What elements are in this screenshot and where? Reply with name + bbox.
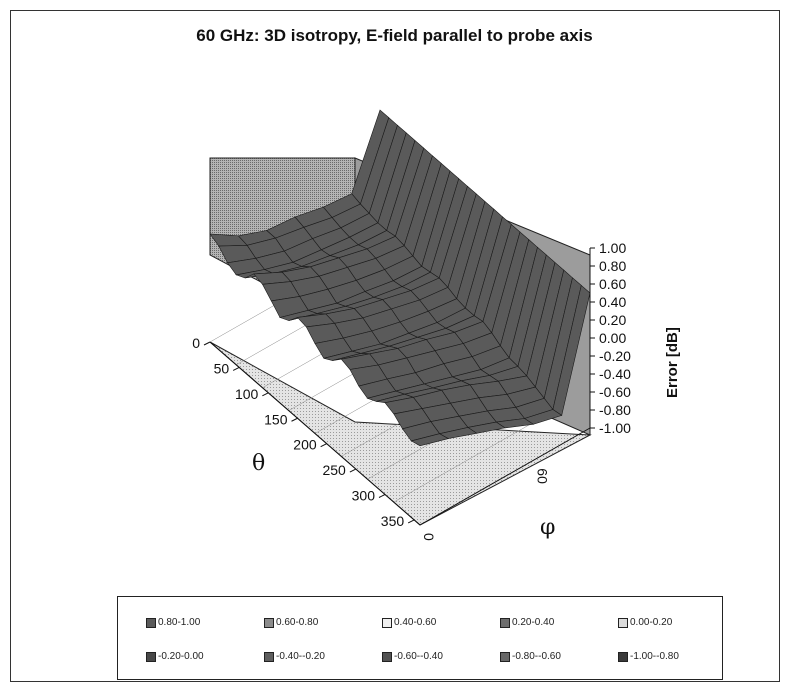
legend-item: 0.20-0.40 bbox=[500, 617, 554, 628]
legend-item: 0.60-0.80 bbox=[264, 617, 318, 628]
z-tick-label: -1.00 bbox=[599, 420, 631, 436]
phi-tick-label: 60 bbox=[534, 468, 550, 484]
phi-axis-line bbox=[419, 427, 591, 526]
legend-label: -0.40--0.20 bbox=[276, 651, 325, 662]
legend-label: 0.00-0.20 bbox=[630, 617, 673, 628]
legend-item: -0.40--0.20 bbox=[264, 651, 325, 662]
surface-plot: 0 50 100 150 200 250 300 350 0 60 1.00 0.80 0.60 0.… bbox=[192, 109, 681, 541]
theta-axis-title: θ bbox=[252, 451, 265, 476]
legend-swatch bbox=[382, 617, 392, 628]
phi-axis-title: φ bbox=[540, 515, 555, 540]
theta-tick-label: 50 bbox=[214, 360, 230, 376]
legend-swatch bbox=[264, 617, 274, 628]
legend-item: -0.80--0.60 bbox=[500, 651, 561, 662]
z-tick-label: 0.20 bbox=[599, 312, 626, 328]
z-tick-labels: 1.00 0.80 0.60 0.40 0.20 0.00 -0.20 -0.40 -0.60 -… bbox=[590, 240, 631, 436]
legend-item: 0.40-0.60 bbox=[382, 617, 436, 628]
legend-label: 0.60-0.80 bbox=[276, 617, 319, 628]
legend-item: -0.20-0.00 bbox=[146, 651, 204, 662]
theta-tick bbox=[407, 519, 415, 524]
legend-label: -0.60--0.40 bbox=[394, 651, 443, 662]
theta-tick-labels: 0 50 100 150 200 250 300 350 bbox=[192, 335, 415, 529]
phi-tick-label: 0 bbox=[421, 533, 437, 541]
theta-tick-label: 200 bbox=[293, 437, 317, 453]
legend-item: -0.60--0.40 bbox=[382, 651, 443, 662]
legend-label: -0.20-0.00 bbox=[158, 651, 204, 662]
z-axis-title: Error [dB] bbox=[664, 327, 681, 398]
z-tick-label: 0.60 bbox=[599, 276, 626, 292]
legend-swatch bbox=[264, 651, 274, 662]
z-tick-label: -0.80 bbox=[599, 402, 631, 418]
theta-tick bbox=[378, 494, 386, 498]
z-tick-label: 1.00 bbox=[599, 240, 626, 256]
z-tick-label: -0.20 bbox=[599, 348, 631, 364]
theta-tick-label: 350 bbox=[381, 513, 405, 529]
theta-tick bbox=[291, 417, 298, 422]
legend-label: 0.40-0.60 bbox=[394, 617, 437, 628]
theta-tick bbox=[232, 366, 240, 371]
theta-tick bbox=[320, 443, 327, 448]
legend: 0.80-1.00 0.60-0.80 0.40-0.60 0.20-0.40 0.00… bbox=[117, 596, 723, 680]
theta-tick bbox=[203, 341, 211, 346]
legend-swatch bbox=[618, 617, 628, 628]
theta-tick bbox=[262, 392, 269, 397]
error-surface bbox=[209, 109, 591, 447]
z-tick-label: -0.40 bbox=[599, 366, 631, 382]
legend-swatch bbox=[500, 651, 510, 662]
legend-swatch bbox=[382, 651, 392, 662]
chart-title: 60 GHz: 3D isotropy, E-field parallel to… bbox=[196, 26, 593, 45]
surface-cell bbox=[410, 433, 450, 447]
legend-label: -1.00--0.80 bbox=[630, 651, 679, 662]
z-tick-label: 0.40 bbox=[599, 294, 626, 310]
legend-item: 0.80-1.00 bbox=[146, 617, 200, 628]
phi-tick-labels: 0 60 bbox=[421, 468, 550, 541]
legend-label: 0.80-1.00 bbox=[158, 617, 201, 628]
theta-tick bbox=[349, 468, 357, 473]
legend-swatch bbox=[146, 617, 156, 628]
z-tick-label: 0.80 bbox=[599, 258, 626, 274]
theta-tick-label: 250 bbox=[322, 462, 346, 478]
theta-tick-label: 100 bbox=[235, 386, 259, 402]
legend-label: -0.80--0.60 bbox=[512, 651, 561, 662]
z-tick-label: -0.60 bbox=[599, 384, 631, 400]
legend-swatch bbox=[618, 651, 628, 662]
legend-item: -1.00--0.80 bbox=[618, 651, 679, 662]
legend-swatch bbox=[500, 617, 510, 628]
z-tick-label: 0.00 bbox=[599, 330, 626, 346]
legend-label: 0.20-0.40 bbox=[512, 617, 555, 628]
legend-swatch bbox=[146, 651, 156, 662]
legend-item: 0.00-0.20 bbox=[618, 617, 672, 628]
theta-tick-label: 0 bbox=[192, 335, 200, 351]
theta-tick-label: 300 bbox=[352, 488, 376, 504]
theta-tick-label: 150 bbox=[264, 411, 288, 427]
